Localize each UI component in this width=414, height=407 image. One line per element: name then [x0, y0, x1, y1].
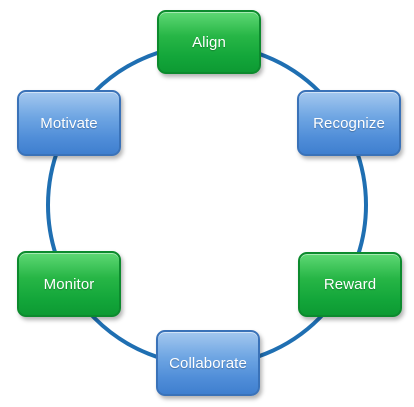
node-monitor: Monitor	[17, 251, 121, 317]
node-reward: Reward	[298, 252, 402, 317]
node-label: Collaborate	[169, 354, 247, 372]
node-label: Align	[192, 33, 226, 51]
node-collaborate: Collaborate	[156, 330, 260, 396]
node-label: Reward	[323, 276, 377, 293]
node-recognize: Recognize	[297, 90, 401, 156]
node-motivate: Motivate	[17, 90, 121, 156]
node-align: Align	[157, 10, 261, 74]
node-label: Recognize	[313, 114, 385, 132]
node-label: Motivate	[40, 114, 98, 132]
node-label: Monitor	[43, 275, 95, 293]
